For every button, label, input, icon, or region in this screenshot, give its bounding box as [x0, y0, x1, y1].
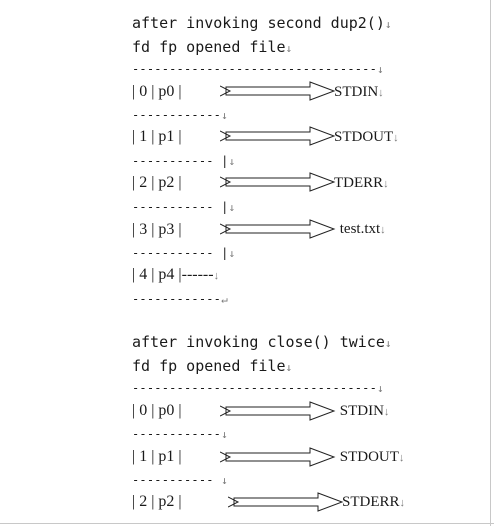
section1-rule-0: ------------↓ — [132, 108, 228, 122]
section1-row-1: | 1 | p1 | — [132, 128, 182, 145]
section1-rule-2: ----------- |↓ — [132, 200, 236, 214]
section2-file-1: STDOUT↓ — [336, 449, 405, 465]
section1-rule-1: ----------- |↓ — [132, 154, 236, 168]
section2-header: fd fp opened file↓ — [132, 357, 293, 375]
section2-rule-0: ------------↓ — [132, 427, 228, 441]
section2-row-2: | 2 | p2 | — [132, 493, 182, 510]
section1-row-4: | 4 | p4 |------↓ — [132, 266, 220, 283]
section1-row-0: | 0 | p0 | — [132, 83, 182, 100]
section2-file-2: STDERR↓ — [342, 494, 406, 510]
section1-top-rule: ---------------------------------↓ — [132, 62, 384, 76]
page-bottom-border — [0, 523, 494, 524]
section1-header: fd fp opened file↓ — [132, 38, 293, 56]
arrow-icon — [220, 81, 336, 101]
section1-rule-4: ------------↵ — [132, 292, 228, 306]
arrow-icon — [220, 401, 336, 421]
page-right-border — [490, 0, 491, 526]
section1-file-3: test.txt↓ — [336, 221, 386, 237]
section1-file-0: STDIN↓ — [334, 84, 384, 100]
arrow-icon — [220, 219, 336, 239]
arrow-icon — [220, 172, 336, 192]
section1-file-2: TDERR↓ — [334, 175, 389, 191]
section1-file-1: STDOUT↓ — [334, 129, 399, 145]
section2-file-0: STDIN↓ — [336, 403, 390, 419]
section1-title: after invoking second dup2()↓ — [132, 14, 392, 32]
arrow-icon — [220, 447, 336, 467]
section2-rule-1: ----------- ↓ — [132, 473, 228, 487]
arrow-icon — [228, 492, 344, 512]
section2-row-1: | 1 | p1 | — [132, 448, 182, 465]
section2-row-0: | 0 | p0 | — [132, 402, 182, 419]
section1-row-3: | 3 | p3 | — [132, 221, 182, 238]
arrow-icon — [220, 126, 336, 146]
section1-rule-3: ----------- |↓ — [132, 246, 236, 260]
section1-row-2: | 2 | p2 | — [132, 174, 182, 191]
section2-top-rule: ---------------------------------↓ — [132, 381, 384, 395]
section2-title: after invoking close() twice↓ — [132, 333, 392, 351]
